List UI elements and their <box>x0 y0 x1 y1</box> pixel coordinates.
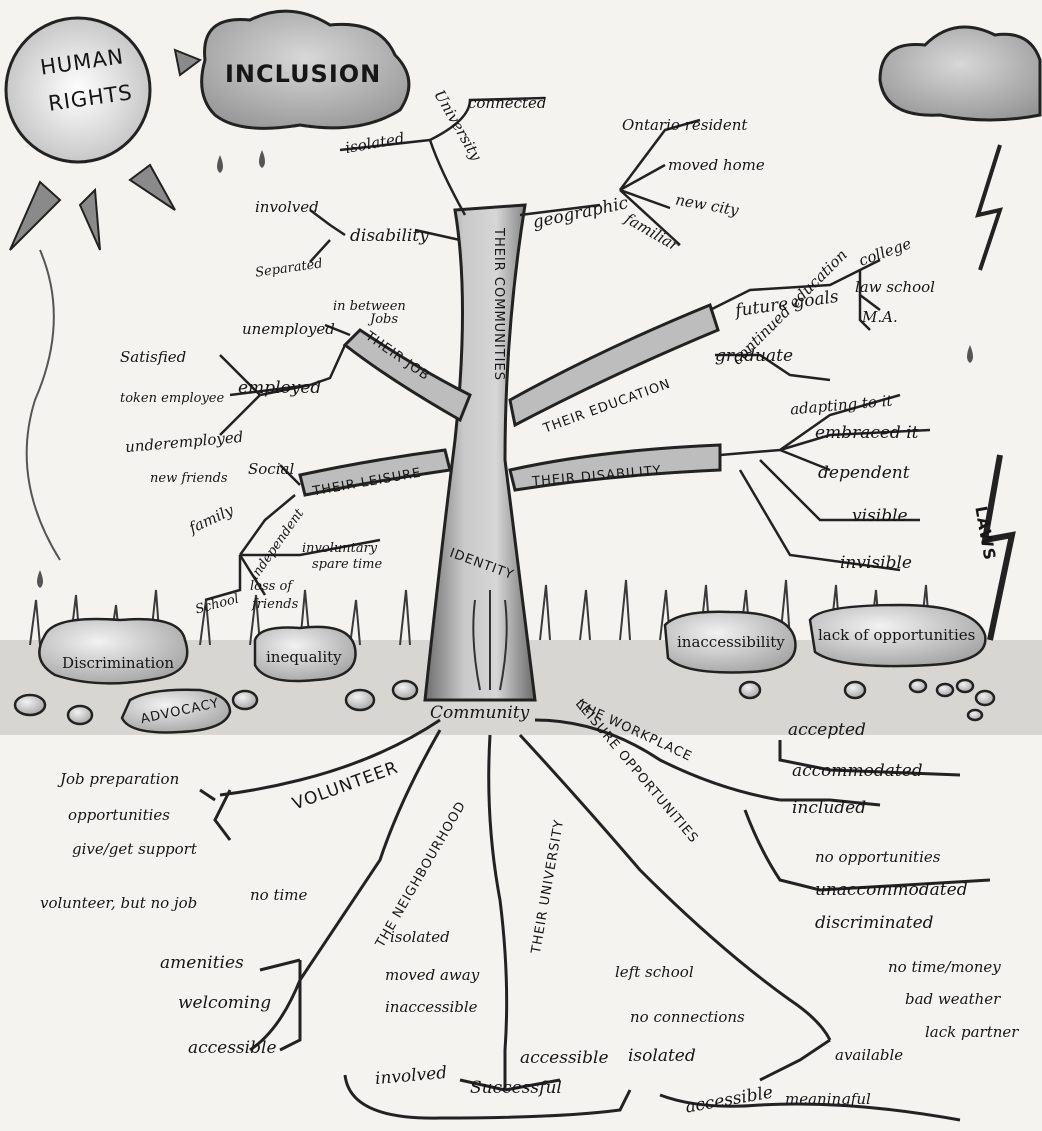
loss-of-label: loss of <box>250 580 292 593</box>
involuntary-label: involuntary <box>302 542 377 555</box>
friends-label: friends <box>252 598 298 611</box>
jobs-label: Jobs <box>370 313 398 326</box>
social-label: Social <box>248 462 294 477</box>
satisfied-label: Satisfied <box>120 350 186 365</box>
volunteer-no-job-label: volunteer, but no job <box>40 896 197 911</box>
unaccommodated-label: unaccommodated <box>815 882 968 899</box>
embraced-label: embraced it <box>815 425 918 442</box>
ma-label: M.A. <box>862 310 898 325</box>
welcoming-label: welcoming <box>178 995 271 1012</box>
successful-label: Successful <box>470 1080 562 1097</box>
job-preparation-label: Job preparation <box>60 772 179 787</box>
no-time-label: no time <box>250 888 307 903</box>
no-opportunities-label: no opportunities <box>815 850 940 865</box>
community-label: Community <box>430 705 529 722</box>
lack-of-opportunities-rock-label: lack of opportunities <box>818 628 975 643</box>
opportunities-label: opportunities <box>68 808 170 823</box>
discrimination-rock-label: Discrimination <box>62 656 174 671</box>
accommodated-label: accommodated <box>792 763 923 780</box>
no-time-money-label: no time/money <box>888 960 1001 975</box>
invisible-label: invisible <box>840 555 912 572</box>
give-get-support-label: give/get support <box>72 842 197 857</box>
spare-time-label: spare time <box>312 558 382 571</box>
included-label: included <box>792 800 866 817</box>
available-label: available <box>835 1048 903 1063</box>
ontario-resident-label: Ontario resident <box>622 118 747 133</box>
storm-cloud <box>880 27 1040 120</box>
dependent-label: dependent <box>818 465 910 482</box>
accessible-university-label: accessible <box>520 1050 609 1067</box>
law-school-label: law school <box>855 280 935 295</box>
inclusion-label: INCLUSION <box>225 62 381 86</box>
no-connections-label: no connections <box>630 1010 745 1025</box>
isolated-university-label: isolated <box>628 1048 696 1065</box>
bad-weather-label: bad weather <box>905 992 1000 1007</box>
disability-label: disability <box>350 228 429 245</box>
discriminated-label: discriminated <box>815 915 934 932</box>
their-communities-label: THEIR COMMUNITIES <box>492 228 505 381</box>
lack-partner-label: lack partner <box>925 1025 1018 1040</box>
involved-top-label: involved <box>255 200 319 215</box>
isolated-neighbourhood-label: isolated <box>390 930 450 945</box>
new-friends-label: new friends <box>150 472 228 485</box>
left-school-label: left school <box>615 965 694 980</box>
token-employee-label: token employee <box>120 392 224 405</box>
unemployed-label: unemployed <box>242 322 335 337</box>
amenities-label: amenities <box>160 955 244 972</box>
visible-label: visible <box>852 508 908 525</box>
moved-home-label: moved home <box>668 158 765 173</box>
moved-away-label: moved away <box>385 968 479 983</box>
graduate-label: graduate <box>715 348 793 365</box>
employed-label: employed <box>238 380 321 397</box>
meaningful-label: meaningful <box>785 1092 871 1107</box>
inaccessible-label: inaccessible <box>385 1000 478 1015</box>
accepted-label: accepted <box>788 722 866 739</box>
accessible-neighbourhood-label: accessible <box>188 1040 277 1057</box>
inequality-rock-label: inequality <box>266 650 342 665</box>
branch-lines <box>205 98 930 600</box>
connected-label: connected <box>468 96 547 111</box>
inaccessibility-rock-label: inaccessibility <box>677 635 785 650</box>
lightning-bolt-upper <box>978 145 1000 270</box>
